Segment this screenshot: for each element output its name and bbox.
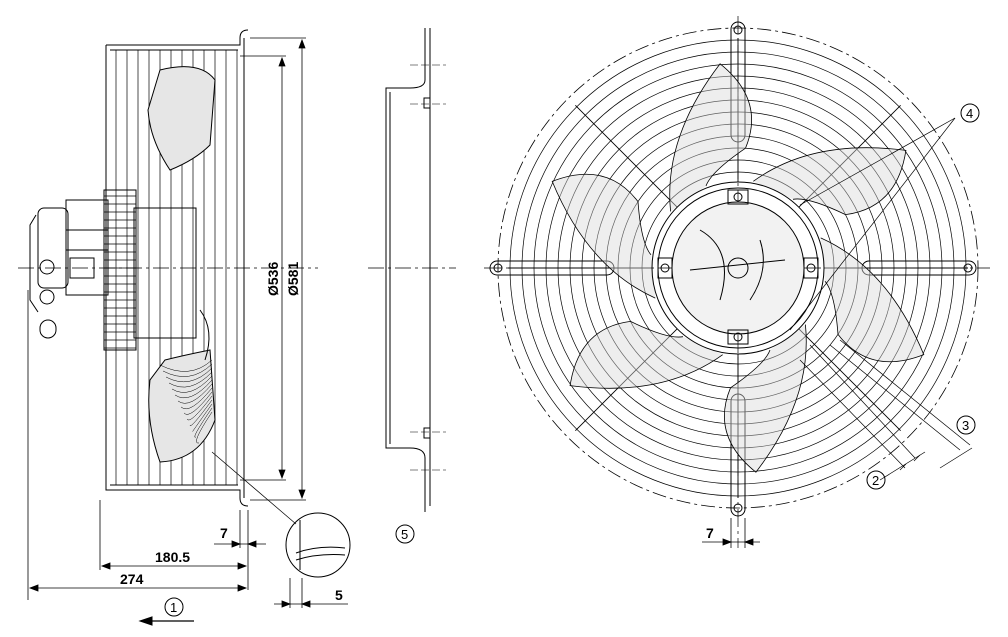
- dim-front-gap: 7: [706, 525, 714, 541]
- mounting-lugs: [489, 21, 977, 517]
- airflow-arrow: [138, 616, 194, 626]
- side-view: [18, 29, 351, 626]
- front-gap-dim: [702, 518, 760, 548]
- callout-5: 5: [395, 524, 415, 544]
- callout-2: 2: [866, 470, 886, 490]
- svg-text:1: 1: [170, 600, 177, 615]
- leader-lines: [789, 117, 973, 481]
- callout-1: 1: [164, 597, 184, 617]
- guard-spokes: [508, 38, 968, 498]
- front-view: [484, 16, 990, 548]
- svg-text:2: 2: [872, 473, 879, 488]
- motor-hub: [651, 181, 825, 355]
- dim-detail-gap: 5: [335, 587, 343, 603]
- side-blades: [147, 66, 216, 463]
- dim-depth-180-5: 180.5: [155, 549, 190, 565]
- svg-text:4: 4: [966, 106, 973, 121]
- dim-depth-274: 274: [120, 571, 144, 587]
- callout-3: 3: [956, 415, 976, 435]
- dim-outer-diameter: Ø581: [285, 262, 301, 296]
- callouts: 1 5 4 3 2: [164, 103, 980, 617]
- callout-4: 4: [960, 103, 980, 123]
- nozzle-profile: [368, 28, 456, 512]
- detail-circle: [211, 451, 351, 578]
- depth-dims: [27, 290, 348, 608]
- front-blades: [551, 63, 925, 473]
- svg-text:3: 3: [962, 418, 969, 433]
- dimension-labels: Ø536 Ø581 7 180.5 274 5 7: [120, 262, 714, 603]
- svg-text:5: 5: [401, 527, 408, 542]
- dim-side-gap: 7: [220, 525, 228, 541]
- dim-inner-diameter: Ø536: [265, 262, 281, 296]
- diameter-dims: [240, 37, 306, 501]
- side-motor: [29, 189, 197, 351]
